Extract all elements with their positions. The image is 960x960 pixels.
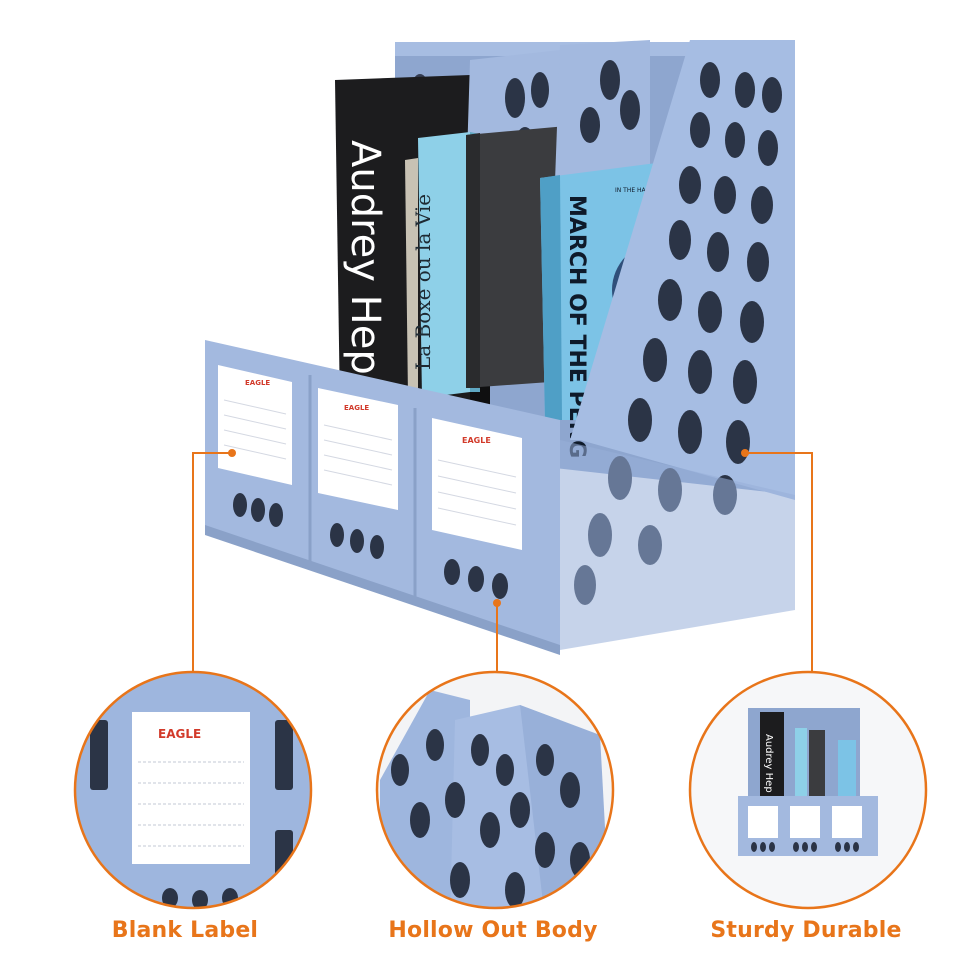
book1-spine-text: Audrey Hep	[342, 140, 388, 375]
brand-label-2: EAGLE	[344, 404, 369, 412]
caption-blank-label: Blank Label	[111, 918, 259, 943]
front-label-2: EAGLE	[318, 388, 398, 510]
file-organizer: Audrey Hep La Boxe ou la Vie	[205, 40, 795, 655]
front-label-1: EAGLE	[218, 365, 292, 485]
callout-lines	[192, 452, 813, 672]
front-holes	[233, 493, 508, 599]
brand-label-3: EAGLE	[462, 436, 491, 445]
caption-sturdy-durable: Sturdy Durable	[710, 918, 902, 943]
detail-circle-hollow-body	[375, 670, 615, 910]
brand-label-1: EAGLE	[245, 379, 270, 387]
brand-label-detail: EAGLE	[158, 727, 201, 741]
thumb-book1-text: Audrey Hep	[763, 734, 774, 793]
detail-circle-sturdy: Audrey Hep	[688, 670, 928, 910]
book2-spine-text: La Boxe ou la Vie	[411, 194, 435, 370]
front-label-3: EAGLE	[432, 418, 522, 550]
callout-dots	[228, 449, 749, 607]
detail-circle-blank-label: EAGLE	[73, 670, 313, 910]
caption-hollow-out-body: Hollow Out Body	[388, 918, 598, 943]
